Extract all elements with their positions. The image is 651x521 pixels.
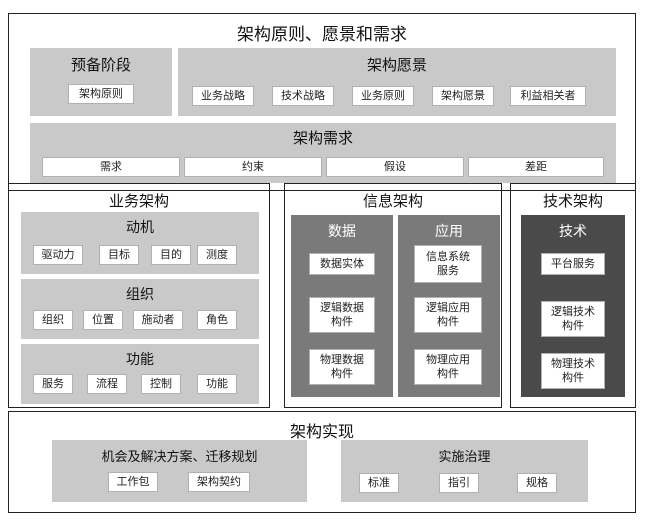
realization-frame: 架构实现 — [8, 411, 636, 513]
application-item: 物理应用 构件 — [414, 349, 482, 385]
prep-panel: 预备阶段 架构原则 — [30, 48, 172, 116]
function-title: 功能 — [126, 352, 154, 368]
information-frame: 信息架构 — [284, 183, 502, 408]
governance-item: 标准 — [359, 473, 399, 493]
realization-title: 架构实现 — [289, 422, 354, 441]
vision-item: 架构愿景 — [432, 86, 494, 106]
business-frame: 业务架构 — [8, 183, 270, 408]
application-title: 应用 — [435, 224, 463, 240]
opportunities-item: 架构契约 — [188, 472, 250, 492]
tech-title: 技术 — [559, 224, 587, 240]
requirements-item: 需求 — [42, 157, 180, 177]
data-item: 数据实体 — [309, 253, 375, 275]
vision-item: 利益相关者 — [510, 86, 586, 106]
motivation-item: 目的 — [151, 245, 191, 265]
technology-frame: 技术架构 — [510, 183, 636, 408]
governance-title: 实施治理 — [438, 450, 491, 465]
organization-item: 位置 — [83, 310, 123, 330]
application-item: 逻辑应用 构件 — [414, 297, 482, 333]
vision-item: 技术战略 — [272, 86, 334, 106]
vision-title: 架构愿景 — [366, 56, 427, 74]
data-item: 物理数据 构件 — [309, 349, 375, 385]
tech-item: 平台服务 — [541, 253, 605, 275]
requirements-title: 架构需求 — [292, 129, 353, 147]
principles-frame: 架构原则、愿景和需求 — [8, 13, 636, 191]
opportunities-item: 工作包 — [108, 472, 158, 492]
governance-item: 规格 — [517, 473, 557, 493]
requirements-item: 差距 — [468, 157, 604, 177]
data-title: 数据 — [328, 224, 356, 240]
application-item: 信息系统 服务 — [414, 245, 482, 283]
business-title: 业务架构 — [108, 192, 169, 210]
prep-item: 架构原则 — [68, 84, 134, 104]
function-panel: 功能 服务 流程 控制 功能 — [21, 344, 259, 404]
tech-item: 物理技术 构件 — [541, 353, 605, 389]
function-item: 控制 — [141, 374, 181, 394]
organization-item: 角色 — [197, 310, 237, 330]
tech-panel: 技术 平台服务 逻辑技术 构件 物理技术 构件 — [521, 215, 625, 397]
vision-panel: 架构愿景 业务战略 技术战略 业务原则 架构愿景 利益相关者 — [178, 48, 616, 116]
requirements-item: 约束 — [184, 157, 322, 177]
principles-title: 架构原则、愿景和需求 — [237, 25, 407, 45]
prep-title: 预备阶段 — [70, 56, 131, 74]
requirements-item: 假设 — [326, 157, 464, 177]
vision-item: 业务原则 — [352, 86, 414, 106]
data-item: 逻辑数据 构件 — [309, 297, 375, 333]
opportunities-panel: 机会及解决方案、迁移规划 工作包 架构契约 — [52, 440, 307, 502]
organization-item: 组织 — [33, 310, 73, 330]
technology-title: 技术架构 — [542, 192, 603, 210]
function-item: 服务 — [33, 374, 73, 394]
motivation-item: 测度 — [197, 245, 237, 265]
organization-title: 组织 — [126, 287, 154, 303]
vision-item: 业务战略 — [192, 86, 254, 106]
motivation-panel: 动机 驱动力 目标 目的 测度 — [21, 212, 259, 274]
requirements-panel: 架构需求 需求 约束 假设 差距 — [30, 123, 616, 183]
motivation-item: 目标 — [99, 245, 139, 265]
opportunities-title: 机会及解决方案、迁移规划 — [101, 450, 258, 465]
function-item: 功能 — [197, 374, 237, 394]
governance-panel: 实施治理 标准 指引 规格 — [341, 440, 588, 502]
motivation-item: 驱动力 — [33, 245, 83, 265]
motivation-title: 动机 — [126, 220, 154, 236]
organization-panel: 组织 组织 位置 施动者 角色 — [21, 279, 259, 339]
organization-item: 施动者 — [133, 310, 183, 330]
tech-item: 逻辑技术 构件 — [541, 301, 605, 337]
governance-item: 指引 — [439, 473, 479, 493]
function-item: 流程 — [87, 374, 127, 394]
data-panel: 数据 数据实体 逻辑数据 构件 物理数据 构件 — [291, 215, 393, 397]
information-title: 信息架构 — [362, 192, 423, 210]
application-panel: 应用 信息系统 服务 逻辑应用 构件 物理应用 构件 — [398, 215, 500, 397]
